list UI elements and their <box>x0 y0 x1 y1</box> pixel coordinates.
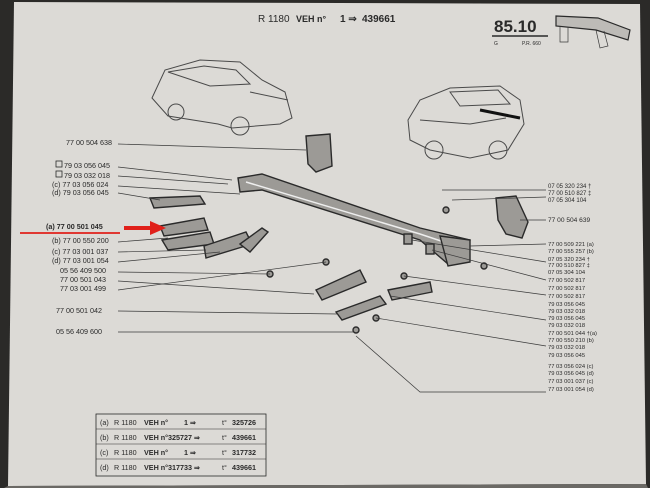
right-ref-10: 79 03 056 045 <box>548 316 585 322</box>
variant-to-label: t° <box>222 448 227 457</box>
right-ref-19: 77 03 001 054 (d) <box>548 387 594 393</box>
highlight-arrow-icon <box>124 221 166 235</box>
right-ref-11: 79 03 032 018 <box>548 323 585 329</box>
right-top-ref-0: 07 05 320 234 † <box>548 184 591 190</box>
left-ref-10: 77 00 501 043 <box>60 275 106 284</box>
left-ref-2-box <box>55 170 63 178</box>
right-ref-4: 07 05 304 104 <box>548 270 586 276</box>
variant-from: 1 ⇒ <box>184 448 196 457</box>
variant-veh: VEH n° <box>144 433 168 442</box>
page-sub-right: P.R. 660 <box>522 41 541 47</box>
right-ref-8: 79 03 056 045 <box>548 302 585 308</box>
left-ref-6: (b) 77 00 550 200 <box>52 236 109 245</box>
left-ref-3: (c) 77 03 056 024 <box>52 180 108 189</box>
left-ref-1-box <box>55 160 63 168</box>
variant-model: R 1180 <box>114 433 137 442</box>
variant-table-border <box>95 413 267 477</box>
variant-veh: VEH n° <box>144 418 168 427</box>
right-ref-2: 07 05 320 234 † <box>548 257 590 263</box>
variant-from: 317733 ⇒ <box>168 463 200 472</box>
right-ref-13: 77 00 550 210 (b) <box>548 338 594 344</box>
variant-key: (c) <box>100 448 108 457</box>
right-ref-18: 77 03 001 037 (c) <box>548 379 594 385</box>
right-ref-14: 79 03 032 018 <box>548 345 585 351</box>
variant-row-c: (c) R 1180 VEH n° 1 ⇒ t° 317732 <box>100 448 256 457</box>
variant-to-label: t° <box>222 433 227 442</box>
variant-row-d: (d) R 1180 VEH n° 317733 ⇒ t° 439661 <box>100 463 256 472</box>
variant-model: R 1180 <box>114 463 137 472</box>
right-top-ref-2: 07 05 304 104 <box>548 198 587 204</box>
left-ref-4: (d) 79 03 056 045 <box>52 188 109 197</box>
right-reference-list-bottom: 77 00 509 221 (a) 77 00 555 257 (b) 07 0… <box>548 242 597 393</box>
right-ref-7: 77 00 502 817 <box>548 294 585 300</box>
right-ref-6: 77 00 502 817 <box>548 286 585 292</box>
variant-to-label: t° <box>222 418 227 427</box>
left-ref-12: 77 00 501 042 <box>56 306 102 315</box>
right-ref-17: 79 03 056 045 (d) <box>548 371 594 377</box>
left-reference-list: 77 00 504 638 79 03 056 045 79 03 032 01… <box>20 138 166 336</box>
bumper-corner-left-part <box>305 133 333 173</box>
header-model: R 1180 <box>258 14 290 25</box>
bumper-corner-right-part <box>495 195 529 239</box>
right-top-ref-3: 77 00 504 639 <box>548 217 591 224</box>
left-ref-11: 77 03 001 499 <box>60 284 106 293</box>
variant-key: (d) <box>100 463 109 472</box>
right-ref-9: 79 03 032 018 <box>548 309 585 315</box>
fastener-parts <box>266 206 488 334</box>
variant-veh: VEH n° <box>144 463 168 472</box>
variant-model: R 1180 <box>114 418 137 427</box>
right-reference-list-top: 07 05 320 234 † 77 00 510 827 ‡ 07 05 30… <box>548 184 591 224</box>
right-ref-16: 77 03 056 024 (c) <box>548 364 594 370</box>
right-ref-12: 77 00 501 044 †(a) <box>548 331 597 337</box>
bumper-bracket-parts <box>148 195 270 259</box>
variant-to: 439661 <box>232 433 256 442</box>
right-ref-5: 77 00 502 817 <box>548 278 585 284</box>
car-rear-view-drawing <box>151 59 293 136</box>
variant-table: (a) R 1180 VEH n° 1 ⇒ t° 325726 (b) R 11… <box>95 413 267 477</box>
paper-shadow-edge <box>4 484 648 488</box>
variant-from: 325727 ⇒ <box>168 433 200 442</box>
right-ref-1: 77 00 555 257 (b) <box>548 249 594 255</box>
right-top-ref-1: 77 00 510 827 ‡ <box>548 191 591 197</box>
variant-from: 1 ⇒ <box>184 418 196 427</box>
bumper-bar-drawing <box>237 173 471 267</box>
header-serial: 439661 <box>362 14 396 25</box>
header-arrow: 1 ⇒ <box>340 14 357 25</box>
left-ref-7: (c) 77 03 001 037 <box>52 247 108 256</box>
variant-veh: VEH n° <box>144 448 168 457</box>
leader-lines <box>117 143 547 393</box>
variant-to: 439661 <box>232 463 256 472</box>
variant-to: 325726 <box>232 418 256 427</box>
car-front-view-drawing <box>407 85 525 160</box>
left-ref-0: 77 00 504 638 <box>66 138 112 147</box>
right-ref-3: 77 00 510 827 ‡ <box>548 263 590 269</box>
right-ref-15: 79 03 056 045 <box>548 353 585 359</box>
right-ref-0: 77 00 509 221 (a) <box>548 242 594 248</box>
variant-model: R 1180 <box>114 448 137 457</box>
page-number: 85.10 <box>494 17 537 36</box>
paper-sheet <box>8 2 646 486</box>
page-sub-left: G <box>494 41 498 47</box>
variant-key: (a) <box>100 418 109 427</box>
variant-to-label: t° <box>222 463 227 472</box>
left-ref-9: 05 56 409 500 <box>60 266 106 275</box>
left-ref-8: (d) 77 03 001 054 <box>52 256 109 265</box>
variant-row-a: (a) R 1180 VEH n° 1 ⇒ t° 325726 <box>100 418 256 427</box>
header-veh: VEH n° <box>296 14 327 24</box>
variant-key: (b) <box>100 433 109 442</box>
left-ref-2: 79 03 032 018 <box>64 171 110 180</box>
left-ref-5-highlighted: (a) 77 00 501 045 <box>46 222 103 231</box>
left-ref-1: 79 03 056 045 <box>64 161 110 170</box>
bumper-thumbnail-icon <box>555 15 631 49</box>
variant-row-b: (b) R 1180 VEH n° 325727 ⇒ t° 439661 <box>100 433 256 442</box>
left-ref-13: 05 56 409 600 <box>56 327 102 336</box>
variant-to: 317732 <box>232 448 256 457</box>
